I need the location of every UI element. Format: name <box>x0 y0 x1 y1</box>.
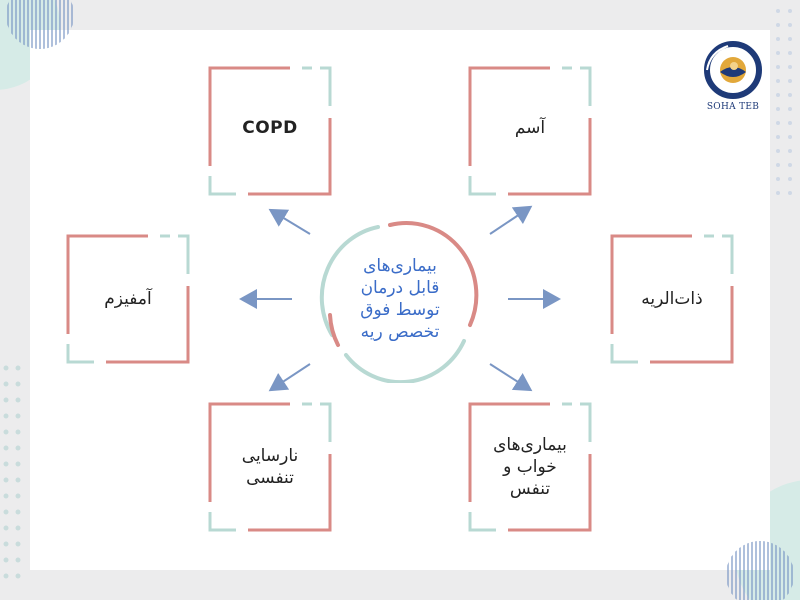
dot-grid-left <box>3 365 21 579</box>
striped-circle-top-left <box>7 0 73 49</box>
node-label: نارسایی تنفسی <box>241 446 299 488</box>
node-label: بیماری‌های خواب و تنفس <box>493 435 567 499</box>
node-label: آسم <box>514 118 546 138</box>
arrow-to-asthma <box>489 205 533 235</box>
node-frame <box>468 66 592 196</box>
center-node: بیماری‌های قابل درمان توسط فوق تخصص ریه <box>318 215 482 385</box>
center-ring <box>319 221 479 385</box>
arrow-to-copd <box>268 208 311 235</box>
node-frame <box>208 66 332 196</box>
node-asthma: آسم <box>468 66 592 196</box>
node-emphysema: آمفیزم <box>66 234 190 364</box>
node-pneumonia: ذات‌الریه <box>610 234 734 364</box>
node-frame <box>208 402 332 532</box>
node-label: COPD <box>242 118 298 138</box>
logo-text: SOHA TEB <box>706 102 760 112</box>
node-frame <box>66 234 190 364</box>
node-frame <box>610 234 734 364</box>
center-title: بیماری‌های قابل درمان توسط فوق تخصص ریه <box>360 256 440 342</box>
node-sleep-disorders: بیماری‌های خواب و تنفس <box>468 402 592 532</box>
content-panel <box>30 30 770 570</box>
logo-emblem-icon <box>704 41 762 99</box>
arrow-to-respiratory-failure <box>268 363 311 392</box>
dot-grid-right <box>776 9 792 195</box>
node-copd: COPD <box>208 66 332 196</box>
node-label: ذات‌الریه <box>641 289 703 309</box>
node-frame <box>468 402 592 532</box>
node-label: آمفیزم <box>104 289 152 309</box>
arrow-to-sleep-disorders <box>489 363 533 392</box>
striped-circle-bottom-right <box>727 541 793 600</box>
soha-teb-logo: SOHA TEB <box>698 40 768 120</box>
node-respiratory-failure: نارسایی تنفسی <box>208 402 332 532</box>
